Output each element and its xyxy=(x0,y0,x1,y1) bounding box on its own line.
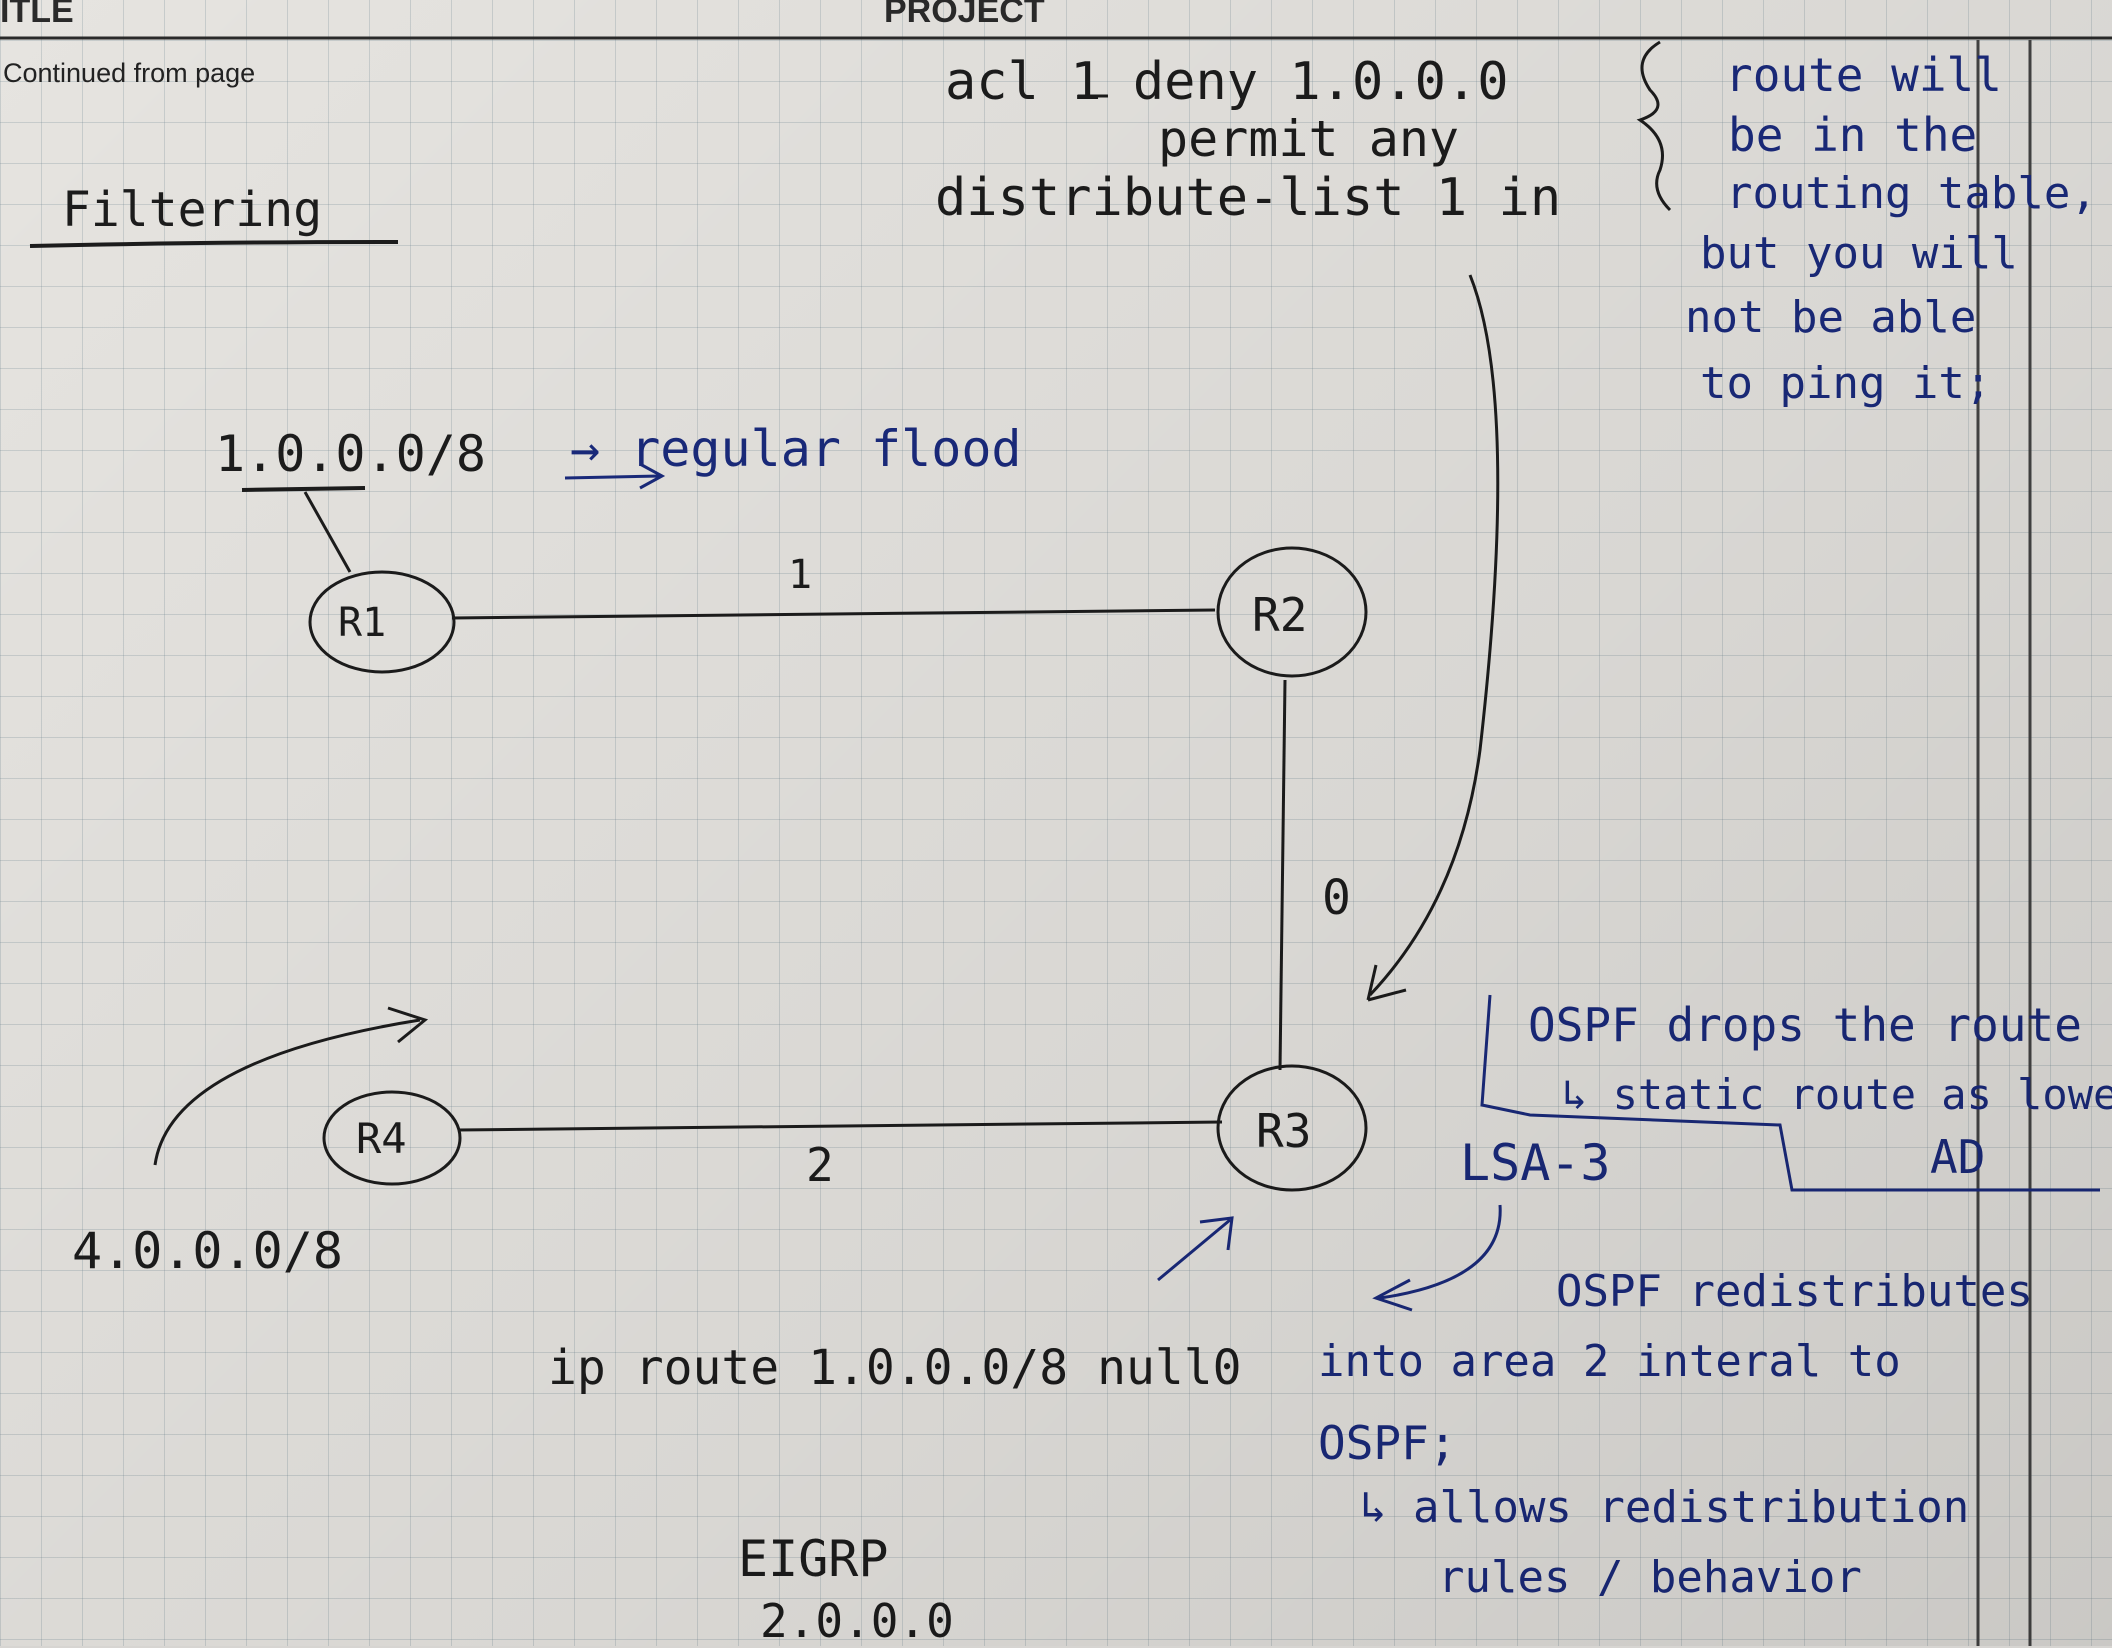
redistribute-line-3: OSPF; xyxy=(1318,1416,1457,1470)
title-label: ITLE xyxy=(0,0,74,30)
filter-arrow xyxy=(1368,274,1500,997)
r4-curved-arrow-head xyxy=(387,1006,429,1044)
project-label: PROJECT xyxy=(884,0,1045,30)
r4-curved-arrow xyxy=(153,1018,421,1166)
note-brace xyxy=(1636,40,1672,212)
router-r4-label: R4 xyxy=(356,1114,407,1163)
ospf-drop-line-3: AD xyxy=(1930,1130,1986,1184)
r1-network-stub xyxy=(303,491,352,573)
r1-network-label: 1.0.0.0/8 xyxy=(215,425,486,483)
router-r2-label: R2 xyxy=(1252,588,1308,642)
link-r1-r2-label: 1 xyxy=(788,552,813,598)
filter-arrow-head xyxy=(1366,964,1407,1002)
static-route-arrow xyxy=(1157,1216,1234,1282)
r4-network-label: 4.0.0.0/8 xyxy=(72,1222,343,1280)
r1-network-line xyxy=(241,486,366,492)
side-note-line-5: not be able xyxy=(1685,292,1977,343)
eigrp-network-label: 2.0.0.0 xyxy=(760,1594,954,1648)
acl-line: acl 1 deny 1.0.0.0 xyxy=(945,52,1509,112)
side-note-line-3: routing table, xyxy=(1726,168,2097,219)
link-r2-r3-label: 0 xyxy=(1322,870,1351,926)
router-r3-label: R3 xyxy=(1256,1104,1312,1158)
distribute-line: distribute-list 1 in xyxy=(935,168,1562,228)
router-r1-circle xyxy=(308,570,456,674)
redistribute-line-1: OSPF redistributes xyxy=(1556,1266,2033,1317)
router-r1-label: R1 xyxy=(338,600,387,646)
link-r2-r3 xyxy=(1278,679,1287,1071)
flood-arrow xyxy=(564,462,666,490)
eigrp-label: EIGRP xyxy=(738,1530,889,1588)
redistribute-line-5: rules / behavior xyxy=(1438,1552,1862,1603)
router-r3-circle xyxy=(1216,1064,1368,1192)
side-note-line-4: but you will xyxy=(1700,228,2018,279)
link-r4-r3-label: 2 xyxy=(806,1138,834,1192)
static-route-label: ip route 1.0.0.0/8 null0 xyxy=(548,1340,1242,1396)
ospf-drop-bracket xyxy=(1480,994,2100,1192)
lsa-label: LSA-3 xyxy=(1460,1134,1611,1192)
continued-from-label: Continued from page xyxy=(3,58,256,88)
router-r4-circle xyxy=(322,1090,462,1186)
redistribute-line-2: into area 2 interal to xyxy=(1318,1336,1901,1387)
filtering-heading: Filtering xyxy=(62,182,323,238)
permit-line: permit any xyxy=(1158,110,1460,168)
ospf-drop-line-1: OSPF drops the route xyxy=(1528,998,2082,1052)
side-note-line-6: to ping it; xyxy=(1700,358,1992,409)
redistribute-line-4: ↳ allows redistribution xyxy=(1360,1482,1970,1533)
flood-note: → regular flood xyxy=(570,420,1022,478)
side-note-line-1: route will xyxy=(1725,48,2002,102)
lsa-arrow xyxy=(1372,1204,1502,1312)
link-r1-r2 xyxy=(451,608,1216,620)
ospf-drop-line-2: ↳ static route as lower xyxy=(1562,1070,2112,1119)
heading-underline xyxy=(29,240,399,248)
side-note-line-2: be in the xyxy=(1728,108,1978,162)
link-r4-r3 xyxy=(457,1120,1223,1132)
router-r2-circle xyxy=(1216,546,1368,678)
